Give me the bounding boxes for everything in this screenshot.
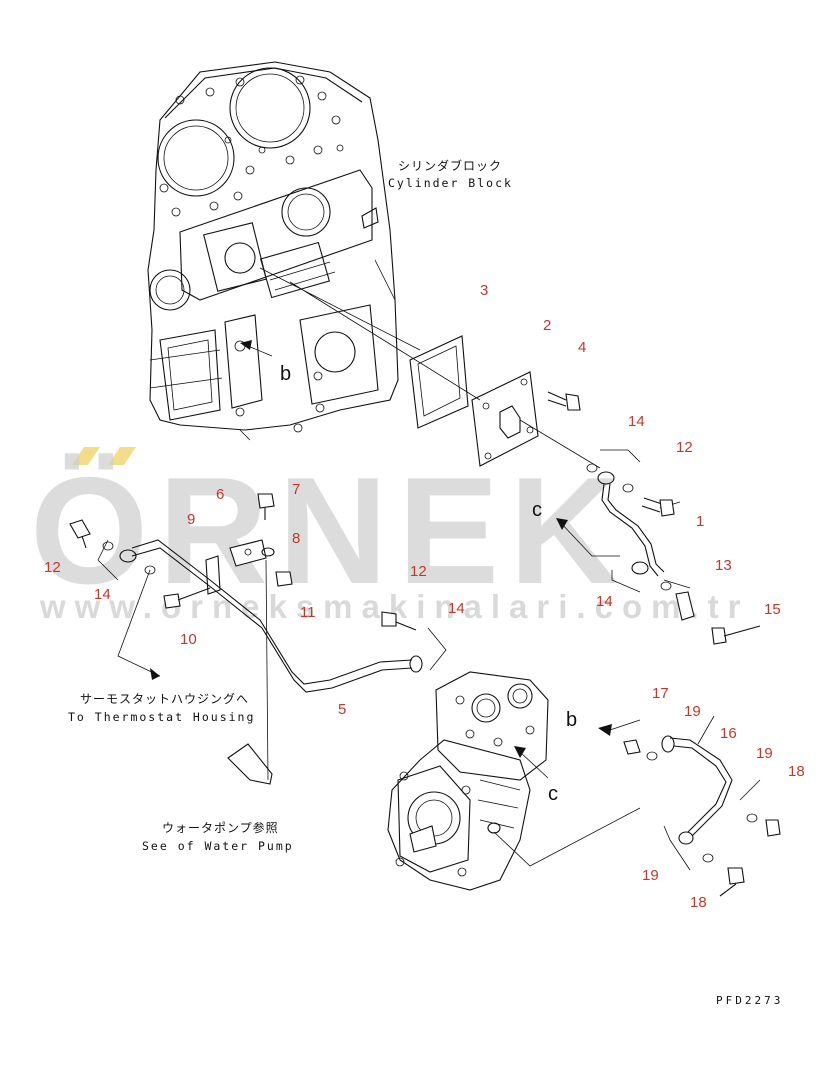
part-number-p9: 9 (187, 511, 195, 528)
cylinder-block-label-jp: シリンダブロック (398, 158, 502, 173)
part-number-p2: 2 (543, 317, 551, 334)
pipe-1-drawing (586, 463, 672, 591)
part-number-p12c: 12 (410, 563, 427, 580)
part-number-p11: 11 (300, 604, 316, 621)
part-number-p14d: 14 (448, 600, 465, 617)
part-number-p8: 8 (292, 530, 300, 547)
part-number-p7: 7 (292, 481, 300, 498)
part-number-p17: 17 (652, 685, 669, 702)
watermark-accent-left (72, 447, 100, 465)
thermostat-label-en: To Thermostat Housing (68, 710, 255, 724)
part-number-p13: 13 (715, 557, 732, 574)
watermark-brand: ÖRNEK (30, 446, 629, 616)
part-number-p14c: 14 (94, 586, 111, 603)
cylinder-block-label-en: Cylinder Block (388, 176, 513, 190)
view-letter-c-pipe: c (532, 499, 542, 521)
part-number-p14a: 14 (628, 413, 645, 430)
part-number-p12b: 12 (44, 559, 61, 576)
watermark-accent-right (108, 447, 136, 465)
watermark: ÖRNEK www.orneksmakinalari.com.tr (30, 446, 740, 625)
part-number-p1: 1 (696, 513, 704, 530)
part-number-p4: 4 (578, 339, 586, 356)
drawing-code: PFD2273 (716, 994, 783, 1007)
cover-plate-drawing (471, 371, 539, 467)
part-number-callouts: 3 2 4 14 12 1 13 14 15 6 7 9 8 12 14 10 11 12 14 5 17 19 16 19 1… (44, 282, 805, 911)
pipe-5-drawing (102, 539, 423, 693)
view-letter-b-block: b (280, 363, 291, 385)
cylinder-block-drawing (147, 61, 399, 441)
part-number-p18b: 18 (690, 894, 707, 911)
part-number-p18a: 18 (788, 763, 805, 780)
part-number-p12a: 12 (676, 439, 693, 456)
part-number-p19a: 19 (684, 703, 701, 720)
gasket-drawing (409, 335, 469, 429)
part-number-p16: 16 (720, 725, 737, 742)
water-pump-label-en: See of Water Pump (142, 839, 294, 853)
view-letter-c-compressor: c (548, 783, 558, 805)
part-number-p15: 15 (764, 601, 781, 618)
thermostat-label-jp: サーモスタットハウジングへ (80, 692, 249, 706)
part-number-p10: 10 (180, 631, 197, 648)
pipe-16-drawing (646, 735, 758, 863)
bolt-4-drawing (547, 391, 581, 411)
part-number-p19b: 19 (756, 745, 773, 762)
part-number-p14b: 14 (596, 593, 613, 610)
part-number-p5: 5 (338, 701, 346, 718)
view-letter-b-compressor: b (566, 709, 577, 731)
part-number-p19c: 19 (642, 867, 659, 884)
part-number-p6: 6 (216, 486, 224, 503)
part-number-p3: 3 (480, 282, 488, 299)
air-compressor-drawing (387, 671, 549, 891)
water-pump-label-jp: ウォータポンプ参照 (162, 820, 279, 835)
